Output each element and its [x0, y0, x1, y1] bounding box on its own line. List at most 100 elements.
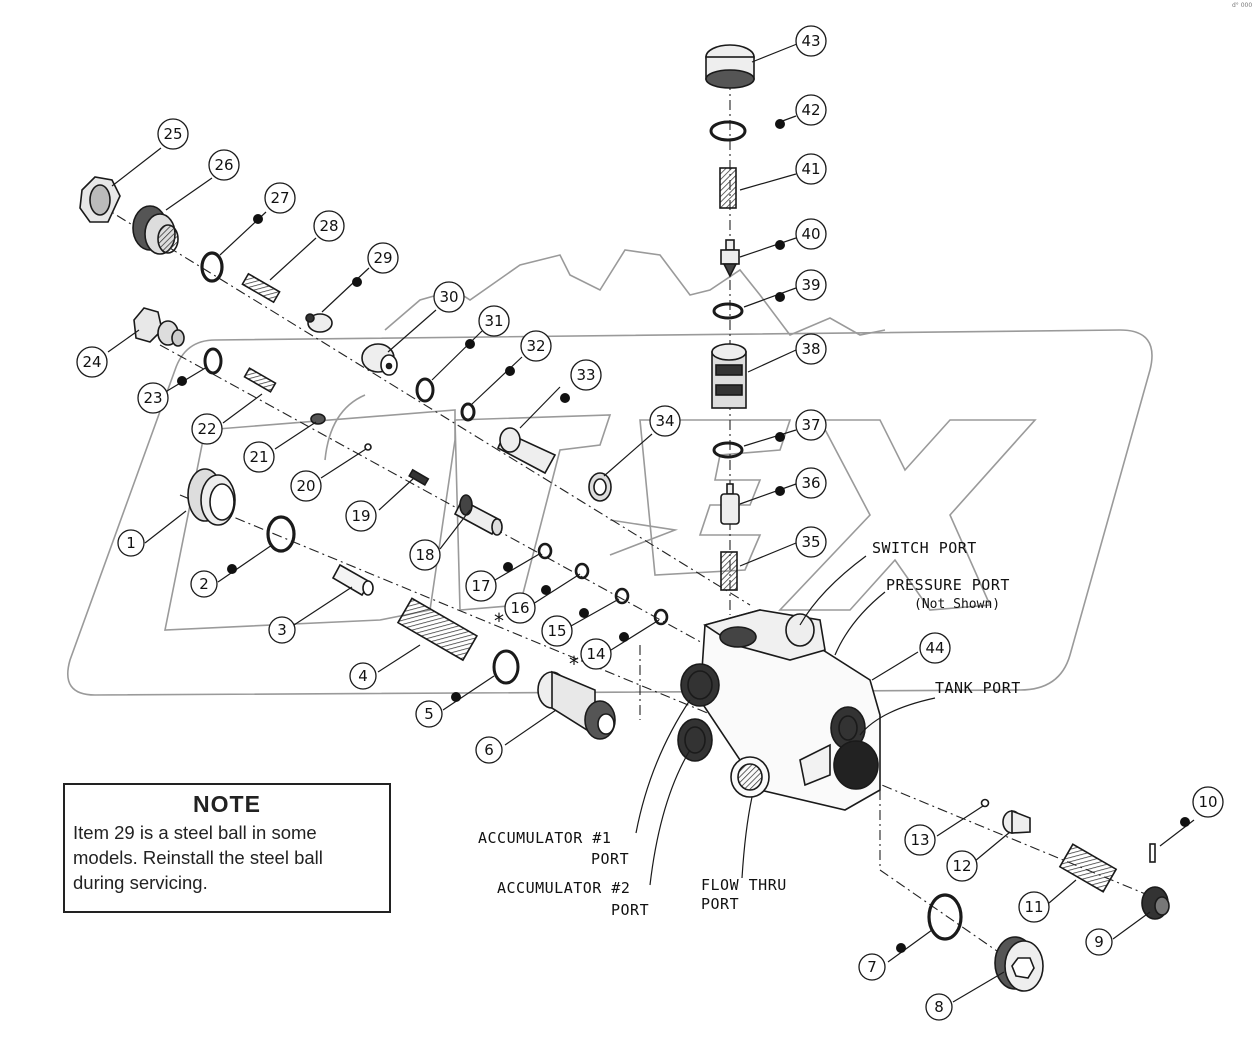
part-38-valve-body	[711, 343, 747, 409]
callout-19: 19	[345, 500, 377, 532]
callout-42: 42	[795, 94, 827, 126]
part-3-pin	[331, 563, 374, 597]
part-36-poppet	[720, 483, 740, 525]
callout-37-label: 37	[801, 416, 820, 434]
callout-26: 26	[208, 149, 240, 181]
part-2-o-ring	[266, 515, 296, 553]
part-41-spring	[719, 167, 737, 209]
callout-22-label: 22	[197, 420, 216, 438]
part-18-spool	[453, 494, 503, 536]
callout-10: 10	[1192, 786, 1224, 818]
part-25-hex-nut	[79, 176, 121, 223]
callout-7: 7	[858, 953, 886, 981]
callout-37: 37	[795, 409, 827, 441]
callout-2: 2	[190, 570, 218, 598]
leader-lines	[107, 43, 1195, 1003]
callout-18-label: 18	[415, 546, 434, 564]
callout-44-label: 44	[925, 639, 944, 657]
callout-11: 11	[1018, 891, 1050, 923]
callout-10-label: 10	[1198, 793, 1217, 811]
callout-12-label: 12	[952, 857, 971, 875]
callout-4: 4	[349, 662, 377, 690]
callout-32: 32	[520, 330, 552, 362]
pressure-port-sublabel: (Not Shown)	[914, 597, 1000, 612]
callout-20-label: 20	[296, 477, 315, 495]
callout-33: 33	[570, 359, 602, 391]
note-box: NOTE Item 29 is a steel ball in some mod…	[63, 783, 391, 913]
callout-25-label: 25	[163, 125, 182, 143]
part-40-poppet	[720, 239, 740, 278]
part-4-spring	[396, 597, 479, 662]
part-14-o-ring	[653, 608, 669, 626]
callout-5: 5	[415, 700, 443, 728]
callout-23-label: 23	[143, 389, 162, 407]
callout-16-label: 16	[510, 599, 529, 617]
part-37-o-ring	[712, 441, 744, 459]
callout-38: 38	[795, 333, 827, 365]
flow-thru-port-label: PORT	[701, 895, 739, 913]
part-30-seat	[361, 343, 398, 376]
callout-15-label: 15	[547, 622, 566, 640]
callout-9-label: 9	[1094, 933, 1104, 951]
part-7-o-ring	[927, 893, 963, 941]
callout-6-label: 6	[484, 741, 494, 759]
callout-21: 21	[243, 441, 275, 473]
callout-5-label: 5	[424, 705, 434, 723]
asterisk-14: *	[569, 652, 579, 676]
tank-port-label: TANK PORT	[935, 679, 1021, 697]
callout-4-label: 4	[358, 667, 368, 685]
part-17-o-ring	[537, 542, 553, 560]
callout-41-label: 41	[801, 160, 820, 178]
callout-27: 27	[264, 182, 296, 214]
callout-29-label: 29	[373, 249, 392, 267]
callout-9: 9	[1085, 928, 1113, 956]
watermark-logo	[67, 249, 1153, 696]
part-5-o-ring	[492, 649, 520, 685]
callout-17-label: 17	[471, 577, 490, 595]
callout-35-label: 35	[801, 533, 820, 551]
part-33-sleeve	[496, 427, 557, 475]
callout-3: 3	[268, 616, 296, 644]
callout-1-label: 1	[126, 534, 136, 552]
part-21-poppet	[310, 413, 326, 425]
callout-43: 43	[795, 25, 827, 57]
callout-39-label: 39	[801, 276, 820, 294]
callout-43-label: 43	[801, 32, 820, 50]
part-24-plug	[133, 307, 185, 347]
callouts: 1 2 3 4 5 6 7 8 9 10 11 12 13 14 15 16 1…	[76, 25, 1224, 1021]
callout-22: 22	[191, 413, 223, 445]
callout-40-label: 40	[801, 225, 820, 243]
part-22-spring	[243, 367, 277, 393]
callout-42-label: 42	[801, 101, 820, 119]
part-12-poppet	[1002, 809, 1031, 834]
callout-2-label: 2	[199, 575, 209, 593]
part-8-plug	[994, 936, 1044, 992]
parts	[79, 44, 1170, 992]
bullet-dots	[177, 119, 1190, 953]
note-line-1: Item 29 is a steel ball in some	[73, 822, 317, 843]
callout-21-label: 21	[249, 448, 268, 466]
callout-27-label: 27	[270, 189, 289, 207]
part-35-spring	[720, 551, 738, 591]
callout-14: 14	[580, 638, 612, 670]
part-6-spool	[537, 670, 616, 740]
callout-34: 34	[649, 405, 681, 437]
callout-6: 6	[475, 736, 503, 764]
part-28-spring	[241, 272, 281, 304]
part-29-poppet	[305, 313, 333, 333]
callout-31-label: 31	[484, 312, 503, 330]
part-23-o-ring	[203, 347, 223, 375]
part-16-o-ring	[574, 562, 590, 580]
callout-38-label: 38	[801, 340, 820, 358]
part-39-o-ring	[712, 302, 744, 320]
callout-44: 44	[919, 632, 951, 664]
callout-17: 17	[465, 570, 497, 602]
part-9-cap	[1141, 886, 1170, 920]
callout-23: 23	[137, 382, 169, 414]
callout-28: 28	[313, 210, 345, 242]
callout-41: 41	[795, 153, 827, 185]
callout-8-label: 8	[934, 998, 944, 1016]
part-32-washer	[460, 402, 476, 422]
port-labels: SWITCH PORT PRESSURE PORT (Not Shown) TA…	[478, 539, 1021, 919]
